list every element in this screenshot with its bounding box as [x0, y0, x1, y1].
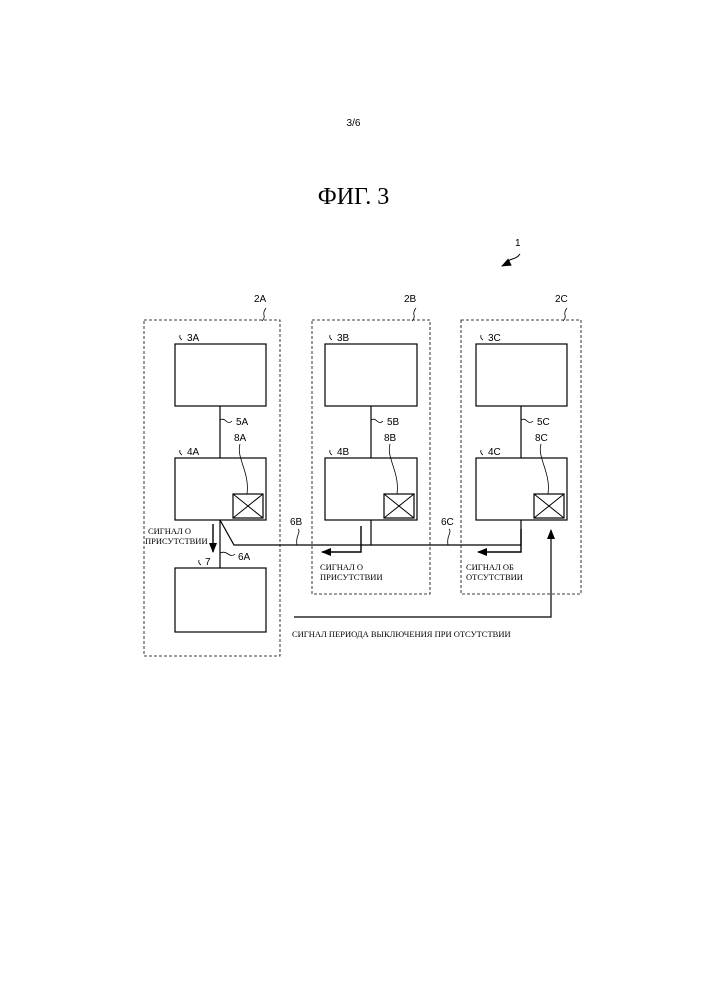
unit-4a-box	[174, 457, 267, 521]
presence-b-arrow	[321, 526, 362, 556]
line-5b-leader	[370, 418, 384, 423]
sensor-8b	[383, 493, 415, 519]
zone-c-leader	[562, 307, 568, 322]
unit-7-leader	[198, 559, 202, 566]
zone-a-label: 2A	[254, 294, 267, 305]
unit-3a-leader	[179, 334, 183, 341]
system-leader-arrow	[501, 253, 521, 267]
sensor-8b-cross2	[383, 493, 415, 519]
unit-3c-box	[475, 343, 568, 407]
unit-4a-leader	[179, 449, 183, 456]
unit-4b-label: 4B	[337, 447, 350, 458]
line-5b-label: 5B	[387, 417, 400, 428]
presence-a-text-2: ПРИСУТСТВИИ	[145, 536, 208, 546]
presence-a-text-1: СИГНАЛ О	[148, 526, 191, 536]
zone-a-leader	[261, 307, 267, 322]
sensor-8c-leader	[539, 443, 549, 495]
shutdown-signal-arrow	[294, 529, 555, 618]
unit-4b-box	[324, 457, 418, 521]
absence-c-arrow	[477, 529, 522, 556]
sensor-8a	[232, 493, 264, 519]
line-6c-label: 6C	[441, 517, 454, 528]
unit-7-label: 7	[205, 557, 211, 568]
unit-4c-label: 4C	[488, 447, 501, 458]
unit-4c-box	[475, 457, 568, 521]
zone-b-box	[311, 319, 431, 595]
shutdown-signal-text: СИГНАЛ ПЕРИОДА ВЫКЛЮЧЕНИЯ ПРИ ОТСУТСТВИИ	[292, 629, 511, 639]
sensor-8c-label: 8C	[535, 433, 548, 444]
line-5a-label: 5A	[236, 417, 249, 428]
presence-b-text-1: СИГНАЛ О	[320, 562, 363, 572]
unit-3c-leader	[480, 334, 484, 341]
zone-b-leader	[411, 307, 417, 322]
sensor-8a-leader	[238, 443, 248, 495]
zone-c-label: 2C	[555, 294, 568, 305]
page-number: 3/6	[346, 118, 361, 129]
zone-b-label: 2B	[404, 294, 417, 305]
sensor-8b-leader	[388, 443, 398, 495]
line-5a-leader	[219, 418, 233, 423]
line-6c-leader	[447, 528, 451, 546]
sensor-8a-cross2	[232, 493, 264, 519]
line-6b-label: 6B	[290, 517, 303, 528]
sensor-8a-label: 8A	[234, 433, 247, 444]
sensor-8c	[533, 493, 565, 519]
line-5c-label: 5C	[537, 417, 550, 428]
unit-3b-box	[324, 343, 418, 407]
figure-title: ФИГ. 3	[317, 184, 390, 210]
unit-4b-leader	[329, 449, 333, 456]
presence-b-text-2: ПРИСУТСТВИИ	[320, 572, 383, 582]
line-5c-leader	[520, 418, 534, 423]
line-6b	[219, 519, 372, 546]
unit-3a-label: 3A	[187, 333, 200, 344]
unit-3c-label: 3C	[488, 333, 501, 344]
absence-c-text-1: СИГНАЛ ОБ	[466, 562, 514, 572]
zone-a-box	[143, 319, 281, 657]
absence-c-text-2: ОТСУТСТВИИ	[466, 572, 523, 582]
sensor-8c-cross2	[533, 493, 565, 519]
line-6a-label: 6A	[238, 552, 251, 563]
line-6b-leader	[296, 528, 300, 546]
zone-c-box	[460, 319, 582, 595]
system-label: 1	[515, 238, 521, 249]
unit-7-box	[174, 567, 267, 633]
sensor-8b-label: 8B	[384, 433, 397, 444]
unit-4a-label: 4A	[187, 447, 200, 458]
line-6a-leader	[219, 551, 236, 556]
unit-3b-label: 3B	[337, 333, 350, 344]
unit-3a-box	[174, 343, 267, 407]
unit-3b-leader	[329, 334, 333, 341]
unit-4c-leader	[480, 449, 484, 456]
